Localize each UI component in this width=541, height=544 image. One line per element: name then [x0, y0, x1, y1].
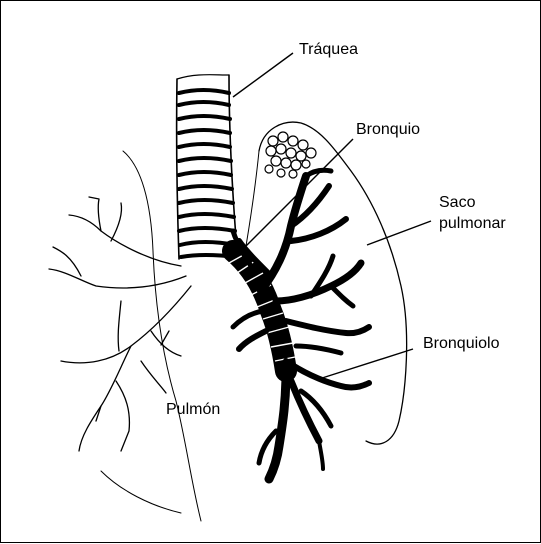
label-pulmon: Pulmón: [166, 401, 220, 419]
left-lung-outline: [123, 151, 201, 521]
label-saco: Saco: [439, 194, 475, 212]
label-bronquiolo: Bronquiolo: [423, 335, 500, 353]
right-lung-inner-line: [246, 151, 259, 246]
bronquio-pointer: [243, 139, 353, 249]
label-pulmonar: pulmonar: [439, 215, 506, 233]
right-bronchioles: [233, 170, 369, 479]
alveoli-cluster: [265, 132, 316, 178]
traquea-pointer: [233, 53, 293, 97]
trachea: [177, 75, 237, 259]
label-traquea: Tráquea: [299, 41, 358, 59]
saco-pointer: [367, 221, 431, 245]
left-lung-lower-curve: [101, 471, 181, 513]
label-bronquio: Bronquio: [356, 121, 420, 139]
